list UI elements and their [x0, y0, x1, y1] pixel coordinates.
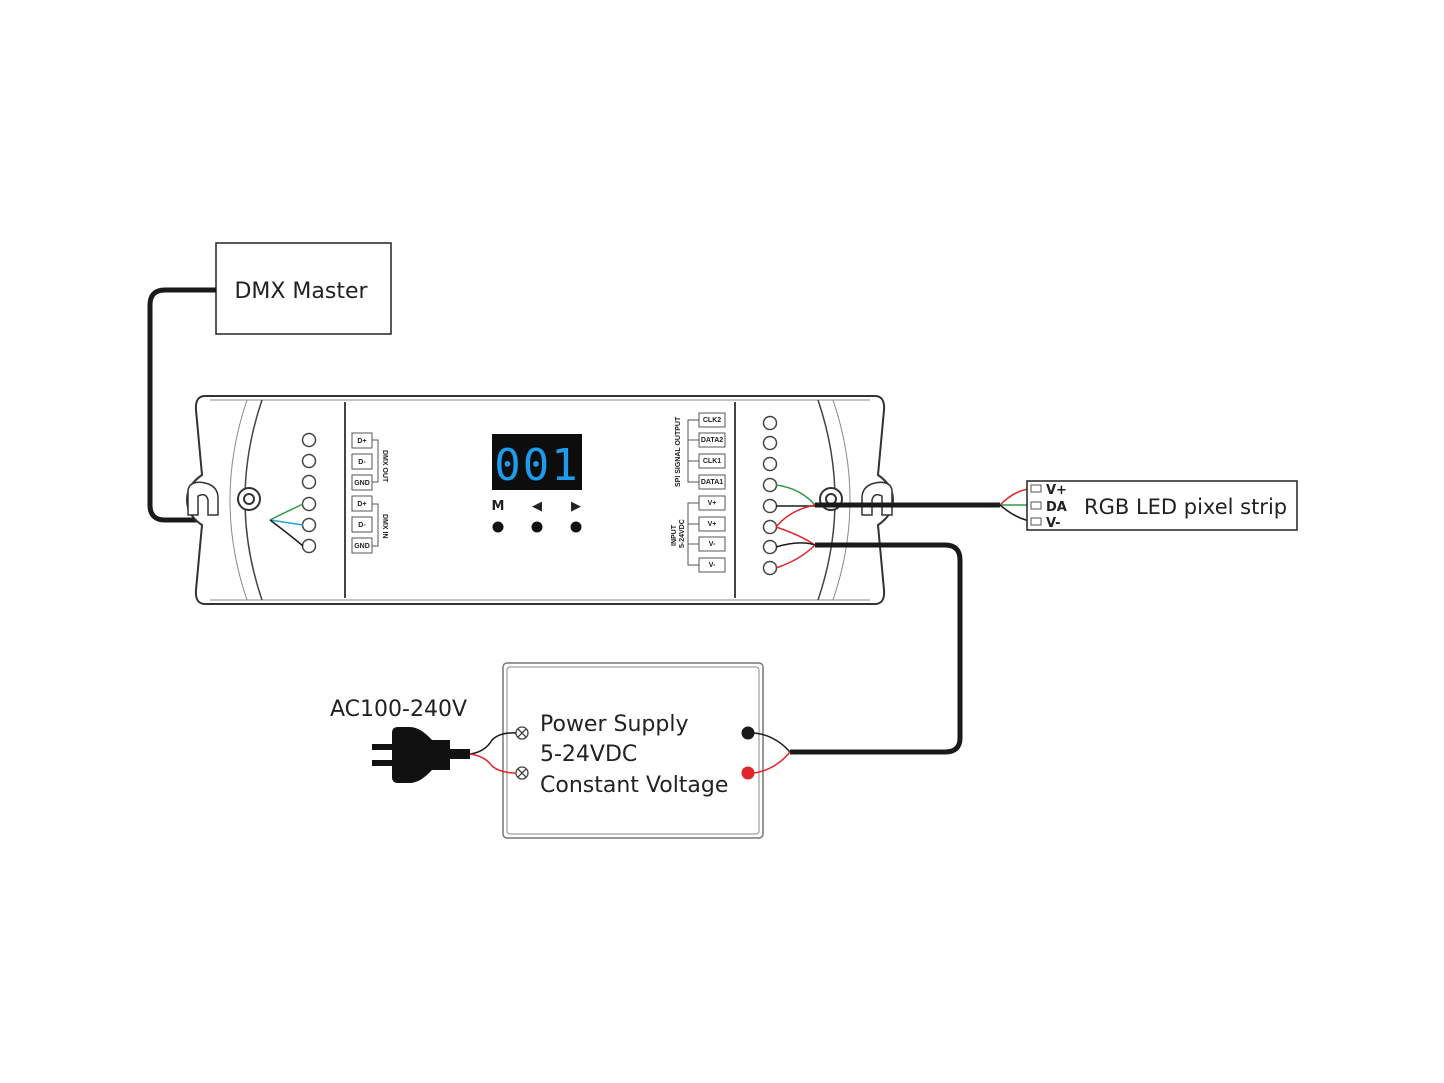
power-supply-box: Power Supply 5-24VDC Constant Voltage — [502, 662, 764, 839]
ac-input-label: AC100-240V — [330, 697, 467, 722]
psu-ac-terminals — [515, 726, 529, 780]
led-strip-box: V+ DA V- RGB LED pixel strip — [999, 480, 1298, 531]
left-button-label: ◀ — [532, 499, 542, 514]
spi-clk2: CLK2 — [703, 417, 721, 424]
dmx-in-dminus: D- — [358, 522, 366, 529]
dmx-in-label: DMX IN — [381, 514, 388, 539]
dmx-cable — [147, 287, 270, 523]
power-vplus-2: V+ — [708, 521, 717, 528]
ac-wires — [469, 732, 517, 774]
dmx-wire-split — [269, 503, 304, 547]
dmx-in-gnd: GND — [354, 543, 370, 550]
dmx-master-label: DMX Master — [234, 279, 368, 304]
led-strip-label: RGB LED pixel strip — [1084, 495, 1287, 519]
strip-pin-vminus: V- — [1046, 516, 1061, 531]
output-terminal-labels: CLK2 DATA2 CLK1 DATA1 V+ V+ V- V- SPI SI… — [671, 412, 726, 573]
spi-data1: DATA1 — [701, 479, 723, 486]
strip-pin-da: DA — [1046, 500, 1067, 515]
dmx-master-box: DMX Master — [215, 242, 392, 335]
spi-data2: DATA2 — [701, 437, 723, 444]
input-voltage-label: 5-24VDC — [679, 519, 686, 548]
spi-output-label: SPI SIGNAL OUTPUT — [675, 416, 682, 487]
power-cable — [790, 542, 963, 755]
mode-button-label: M — [492, 499, 505, 514]
power-vminus-1: V- — [709, 541, 716, 548]
dmx-terminal-labels: D+ D- GND D+ D- GND DMX OUT DMX IN — [351, 432, 388, 554]
right-button-label: ▶ — [571, 499, 581, 514]
psu-line2: 5-24VDC — [540, 742, 637, 767]
controller-output-wires — [775, 484, 816, 569]
mode-button — [492, 521, 504, 533]
right-button — [570, 521, 582, 533]
left-button — [531, 521, 543, 533]
dmx-out-dminus: D- — [358, 459, 366, 466]
dmx-in-dplus: D+ — [357, 501, 366, 508]
dmx-out-gnd: GND — [354, 480, 370, 487]
psu-negative-terminal — [741, 726, 755, 740]
input-label: INPUT — [671, 524, 678, 546]
dmx-terminal-screws — [301, 432, 317, 554]
power-vminus-2: V- — [709, 562, 716, 569]
power-vplus-1: V+ — [708, 500, 717, 507]
psu-positive-terminal — [741, 766, 755, 780]
psu-line1: Power Supply — [540, 712, 688, 737]
display-value: 001 — [494, 440, 579, 491]
spi-clk1: CLK1 — [703, 458, 721, 465]
psu-line3: Constant Voltage — [540, 773, 728, 798]
dmx-out-dplus: D+ — [357, 438, 366, 445]
led-display: 001 — [492, 434, 582, 491]
control-buttons: M ◀ ▶ — [492, 499, 582, 533]
ac-plug-icon — [372, 727, 470, 783]
psu-dc-wires — [753, 732, 791, 774]
output-terminal-screws — [762, 415, 778, 576]
dmx-out-label: DMX OUT — [381, 450, 388, 483]
strip-pin-vplus: V+ — [1046, 483, 1067, 498]
